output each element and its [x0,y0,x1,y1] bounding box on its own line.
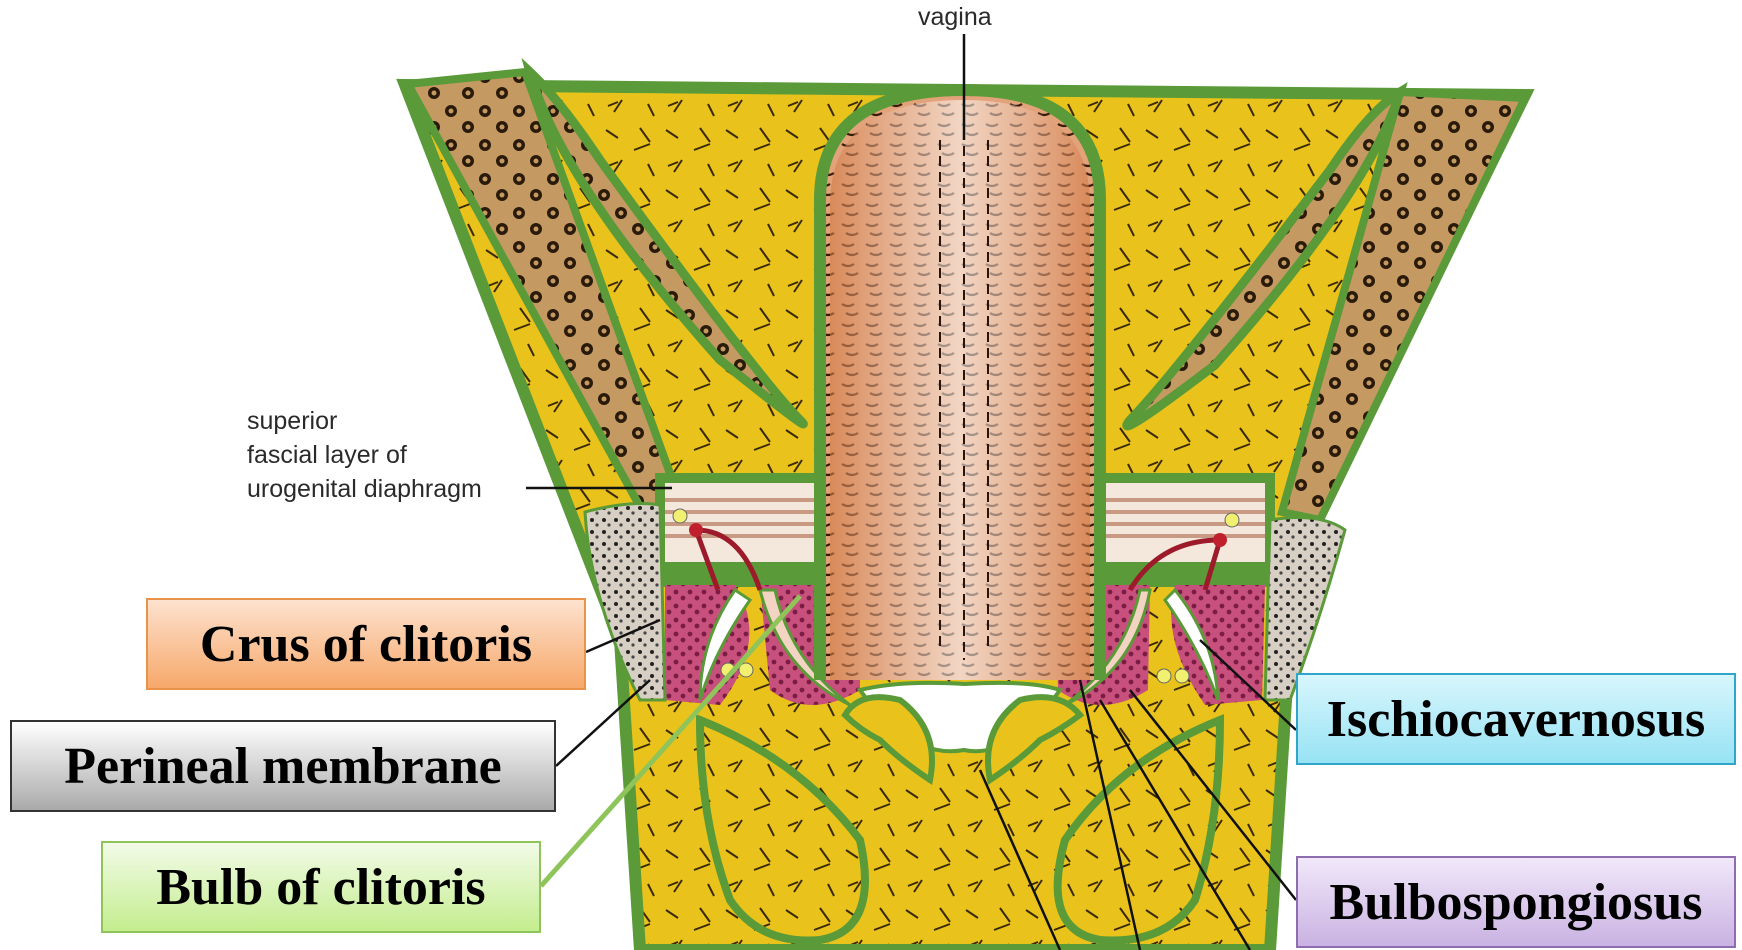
right-vessel-node [1213,533,1227,547]
superior-fascial-layer-label: superior fascial layer of urogenital dia… [247,404,482,506]
vagina-lumen-shading [830,100,1090,680]
bulb-of-clitoris-label: Bulb of clitoris [101,841,541,933]
crus-of-clitoris-label: Crus of clitoris [146,598,586,690]
left-vessel-node [689,523,703,537]
left-ischial-tuberosity [585,504,665,700]
vagina-label: vagina [918,0,992,34]
superior-fascial-line-1: superior [247,404,482,438]
right-pudendal-dot-2 [1175,669,1189,683]
superior-fascial-line-3: urogenital diaphragm [247,472,482,506]
bulbospongiosus-label: Bulbospongiosus [1296,856,1736,948]
ischiocavernosus-label: Ischiocavernosus [1296,673,1736,765]
right-nerve-dot [1225,513,1239,527]
superior-fascial-line-2: fascial layer of [247,438,482,472]
left-nerve-dot [673,509,687,523]
perineal-membrane-label: Perineal membrane [10,720,556,812]
right-pudendal-dot-1 [1157,669,1171,683]
